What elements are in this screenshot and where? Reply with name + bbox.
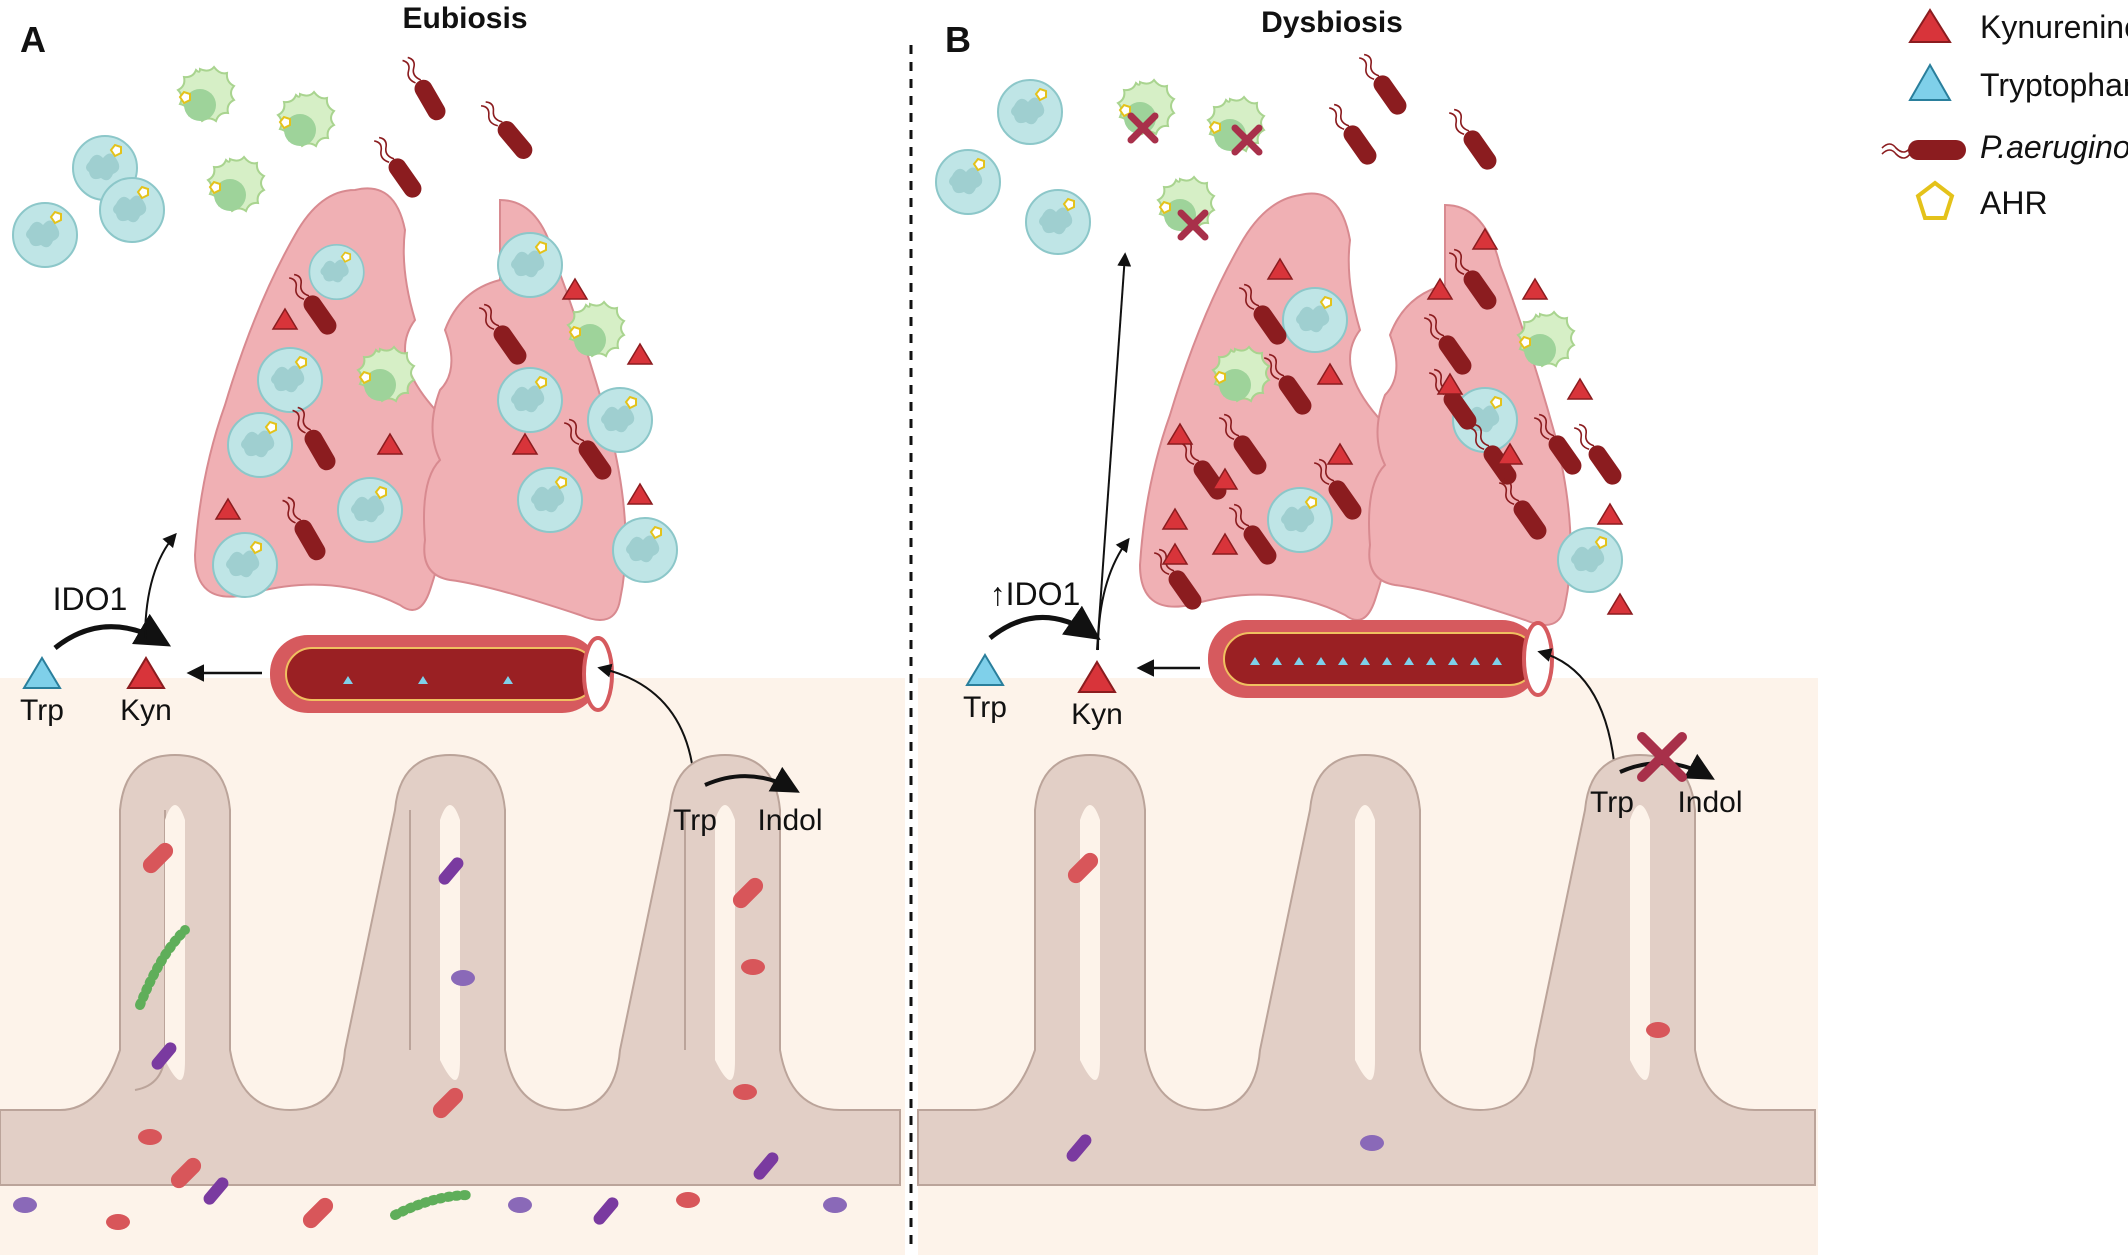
panel-a-letter: A bbox=[20, 19, 46, 60]
legend-item-paeruginosa: P.aeruginosa bbox=[1881, 129, 2128, 165]
trp-label-a: Trp bbox=[20, 694, 64, 727]
legend: Kynurenine Tryptophan P.aeruginosa AHR bbox=[1881, 8, 2128, 221]
villi-lumen-a bbox=[165, 805, 735, 1080]
gut-to-vessel-arrow-b bbox=[1537, 648, 1616, 771]
trp-to-indol-arrow-a bbox=[704, 766, 800, 793]
panel-b-title: Dysbiosis bbox=[1261, 6, 1403, 39]
legend-label: Kynurenine bbox=[1980, 9, 2128, 45]
panel-a: A Eubiosis bbox=[0, 2, 901, 1230]
kyn-label-a: Kyn bbox=[120, 694, 172, 727]
gut-trp-label-b: Trp bbox=[1590, 786, 1634, 819]
trp-triangle-b bbox=[965, 653, 1005, 686]
immune-cells-b bbox=[935, 79, 1265, 255]
legend-label: Tryptophan bbox=[1980, 67, 2128, 103]
legend-item-kynurenine: Kynurenine bbox=[1908, 8, 2128, 45]
panel-b: B Dysbiosis bbox=[917, 6, 1816, 1186]
ido1-arrow-a bbox=[53, 613, 172, 650]
gut-indol-label-a: Indol bbox=[757, 804, 822, 837]
trp-label-b: Trp bbox=[963, 691, 1007, 724]
kyn-to-lung-arrow-b bbox=[1097, 537, 1130, 651]
villi-lumen-b bbox=[1080, 805, 1650, 1080]
legend-item-ahr: AHR bbox=[1915, 180, 2048, 221]
bacterium-icon bbox=[1881, 140, 1966, 160]
panel-a-title: Eubiosis bbox=[402, 2, 527, 35]
bacteria-air-a bbox=[369, 53, 537, 202]
legend-item-tryptophan: Tryptophan bbox=[1908, 62, 2128, 103]
enzyme-label-a: IDO1 bbox=[53, 581, 128, 617]
kyn-label-b: Kyn bbox=[1071, 698, 1123, 731]
gut-microbes-a bbox=[13, 842, 847, 1230]
enzyme-label-b: ↑IDO1 bbox=[990, 576, 1081, 612]
blue-triangle-icon bbox=[1908, 62, 1952, 101]
bacteria-air-b bbox=[1324, 49, 1501, 174]
gut-microbes-b bbox=[1066, 852, 1670, 1162]
kyn-triangle-b bbox=[1077, 660, 1117, 693]
ido1-arrow-b bbox=[988, 605, 1101, 640]
blood-vessel-a bbox=[270, 635, 614, 713]
legend-label: AHR bbox=[1980, 185, 2048, 221]
gut-indol-label-b: Indol bbox=[1677, 786, 1742, 819]
yellow-pentagon-icon bbox=[1915, 180, 1955, 220]
blocked-x-icon bbox=[1637, 732, 1687, 782]
gut-trp-label-a: Trp bbox=[673, 804, 717, 837]
kyn-to-lung-arrow-a bbox=[144, 532, 177, 641]
panel-b-letter: B bbox=[945, 19, 971, 60]
legend-label: P.aeruginosa bbox=[1980, 129, 2128, 165]
kyn-to-immune-arrow-b bbox=[1096, 252, 1132, 651]
blood-vessel-b bbox=[1208, 620, 1554, 698]
kyn-triangle-a bbox=[126, 656, 166, 689]
trp-triangle-a bbox=[22, 656, 62, 689]
immune-cells-a bbox=[12, 66, 335, 268]
red-triangle-icon bbox=[1908, 8, 1952, 43]
